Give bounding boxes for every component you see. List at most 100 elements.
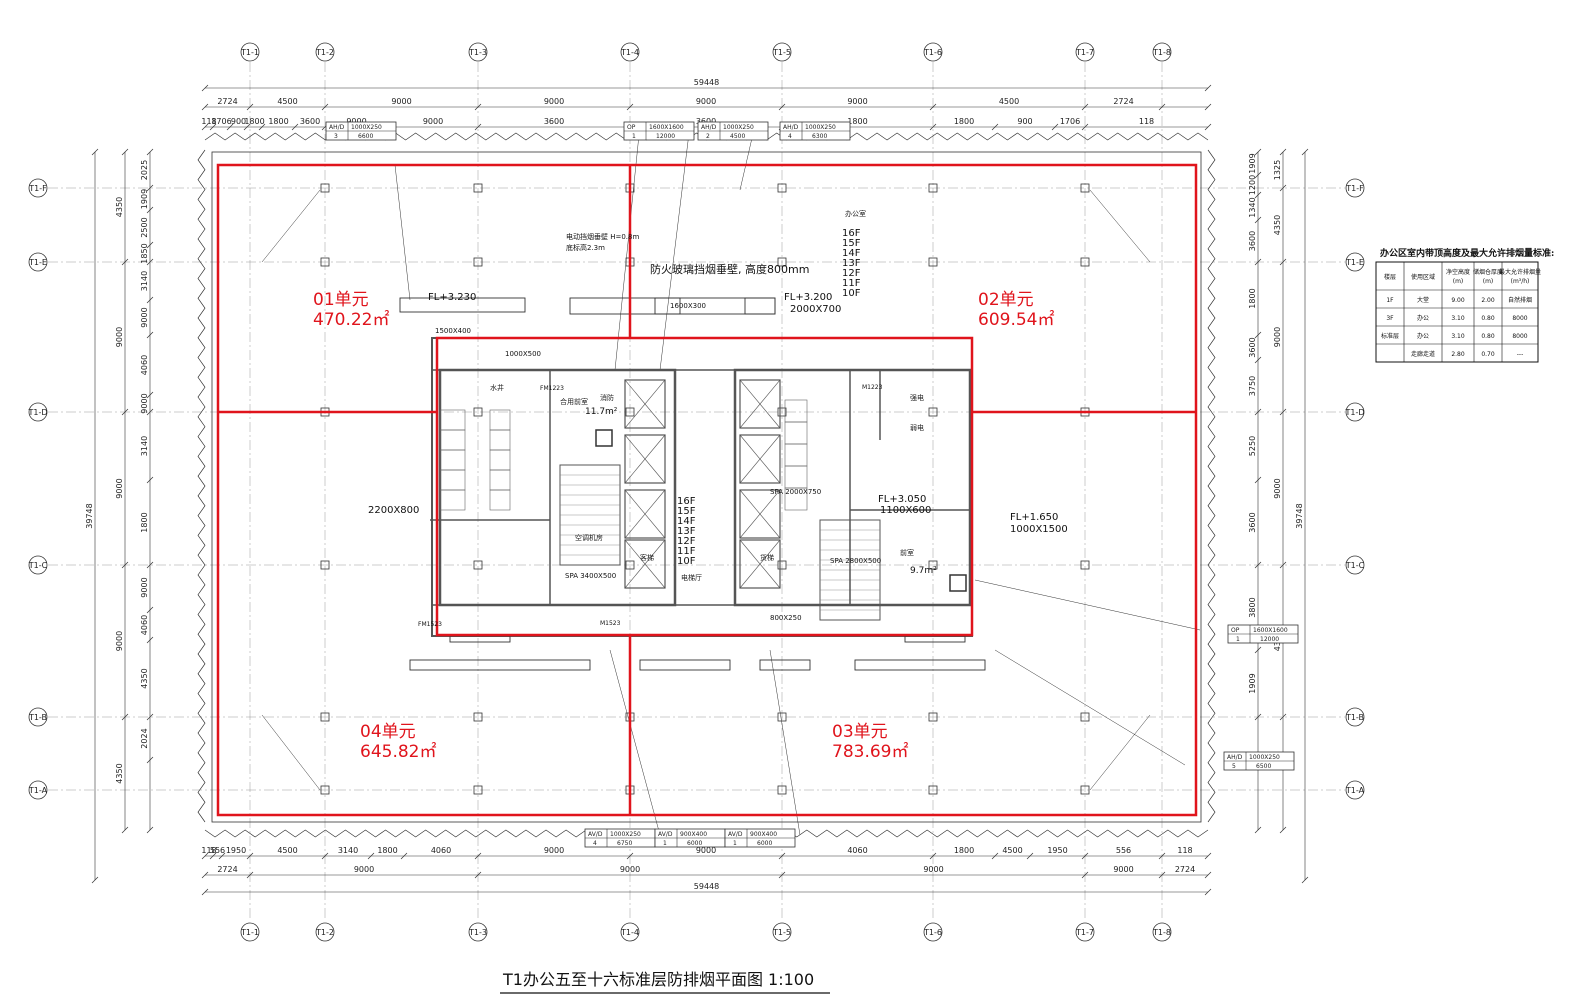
table-cell: 大堂 (1417, 296, 1429, 304)
dim-label: 2500 (140, 217, 149, 237)
axis-label: T1-B (1345, 713, 1364, 722)
table-cell: 2.80 (1451, 351, 1465, 358)
axis-bubble (28, 402, 48, 422)
table-cell: 自然排烟 (1508, 296, 1532, 304)
dim-label: 9000 (391, 97, 411, 106)
axis-label: T1-D (1344, 408, 1364, 417)
axis-bubble (772, 922, 792, 942)
axis-label: T1-5 (772, 928, 791, 937)
dim-label: 3140 (338, 846, 358, 855)
table-cell: 3.10 (1451, 315, 1465, 322)
annotation: 9.7m² (910, 566, 937, 576)
axis-bubble (620, 922, 640, 942)
dim-label: 3600 (300, 117, 320, 126)
dim-label: 4350 (115, 763, 124, 783)
annotation: FL+1.650 (1010, 512, 1058, 523)
svg-text:5: 5 (1232, 763, 1236, 770)
svg-text:AV/D: AV/D (728, 831, 743, 838)
unit-area: 783.69㎡ (832, 742, 908, 762)
axis-label: T1-A (28, 786, 48, 795)
room-label: 办公室 (845, 209, 866, 218)
dim-label: 9000 (620, 865, 640, 874)
dim-label: 1800 (954, 846, 974, 855)
dim-label: 9000 (696, 846, 716, 855)
axis-label: T1-6 (923, 928, 942, 937)
svg-text:AH/D: AH/D (1227, 754, 1243, 761)
axis-label: T1-7 (1075, 48, 1094, 57)
table-title: 办公区室内带顶高度及最大允许排烟量标准: (1380, 247, 1554, 259)
svg-text:6300: 6300 (812, 133, 827, 140)
axis-bubble (772, 42, 792, 62)
room-label: 货梯 (760, 553, 774, 562)
svg-text:OP: OP (1231, 627, 1240, 634)
floor-label: 11F (842, 278, 861, 289)
axis-bubble (240, 922, 260, 942)
annotation: 2000X700 (790, 304, 841, 315)
svg-text:OP: OP (627, 124, 636, 131)
svg-text:1: 1 (733, 840, 737, 847)
floor-label: 11F (677, 546, 696, 557)
svg-text:1: 1 (632, 133, 636, 140)
axis-bubble (28, 252, 48, 272)
svg-text:1000X250: 1000X250 (610, 831, 641, 838)
svg-text:1000X250: 1000X250 (805, 124, 836, 131)
annotation: 2200X800 (368, 505, 419, 516)
floor-label: 14F (677, 516, 696, 527)
floor-label: 16F (842, 228, 861, 239)
dim-label: 2724 (1113, 97, 1133, 106)
axis-label: T1-D (27, 408, 47, 417)
svg-text:AV/D: AV/D (658, 831, 673, 838)
dim-label: 900 (231, 117, 246, 126)
svg-text:6500: 6500 (1256, 763, 1271, 770)
floor-label: 12F (842, 268, 861, 279)
dim-label: 9000 (1273, 478, 1282, 498)
dim-label: 2024 (140, 728, 149, 748)
drawing-title: T1办公五至十六标准层防排烟平面图 1:100 (502, 970, 814, 989)
annotation: SPA 2000X750 (770, 488, 821, 496)
table-header: 储烟仓厚度 (1473, 268, 1503, 276)
axis-bubble (1345, 555, 1365, 575)
dim-label: 4500 (1002, 846, 1022, 855)
svg-text:6000: 6000 (757, 840, 772, 847)
table-cell: 3.10 (1451, 333, 1465, 340)
floor-label: 10F (677, 556, 696, 567)
table-cell: 8000 (1512, 333, 1527, 340)
dim-label: 9000 (140, 307, 149, 327)
svg-text:900X400: 900X400 (750, 831, 777, 838)
table-cell: 1F (1386, 297, 1394, 304)
svg-text:2: 2 (706, 133, 710, 140)
axis-bubble (468, 42, 488, 62)
axis-label: T1-E (1345, 258, 1364, 267)
dim-label: 5250 (1248, 436, 1257, 456)
axis-bubble (923, 42, 943, 62)
unit-name: 04单元 (360, 722, 416, 742)
table-cell: --- (1517, 351, 1524, 358)
floor-label: 13F (842, 258, 861, 269)
curtain-wall-facade (197, 124, 1216, 838)
dim-label: 4500 (277, 97, 297, 106)
axis-bubble (468, 922, 488, 942)
dim-label: 1200 (1248, 175, 1257, 195)
dim-label: 1800 (847, 117, 867, 126)
dim-label: 1800 (268, 117, 288, 126)
unit-name: 02单元 (978, 290, 1034, 310)
axis-label: T1-C (28, 561, 48, 570)
axis-label: T1-F (1345, 184, 1364, 193)
svg-text:12000: 12000 (1260, 636, 1279, 643)
room-label: 消防 (600, 393, 614, 402)
table-header: 楼层 (1384, 273, 1396, 281)
annotation: 1000X1500 (1010, 524, 1068, 535)
svg-text:4: 4 (788, 133, 792, 140)
dim-label: 4500 (999, 97, 1019, 106)
dim-label: 1340 (1248, 197, 1257, 217)
dim-label: 118 (201, 117, 216, 126)
room-label: 强电 (910, 393, 924, 402)
dim-label: 9000 (923, 865, 943, 874)
dim-label: 9000 (696, 97, 716, 106)
dim-label: 4350 (1273, 215, 1282, 235)
dim-label: 4060 (431, 846, 451, 855)
